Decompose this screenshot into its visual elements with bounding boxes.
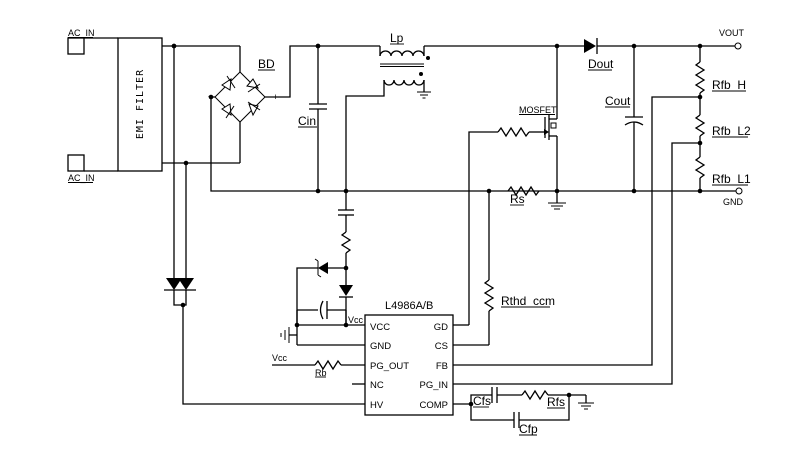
pin-vcc: VCC bbox=[370, 322, 390, 333]
pin-pg-in: PG_IN bbox=[419, 380, 448, 391]
mosfet-label: MOSFET bbox=[519, 105, 557, 115]
vcc-left-label: Vcc bbox=[272, 353, 288, 363]
ic-name-label: L4986A/B bbox=[385, 300, 433, 312]
controller-ic: L4986A/B VCC GND PG_OUT NC HV GD CS FB P… bbox=[364, 300, 454, 416]
ground-symbol-vcc bbox=[280, 325, 298, 345]
ground-symbol-comp bbox=[578, 395, 594, 410]
cfs-label: Cfs bbox=[473, 394, 491, 408]
cfp-label: Cfp bbox=[519, 422, 538, 436]
vout-label: VOUT bbox=[719, 28, 745, 38]
rfs-label: Rfs bbox=[547, 395, 565, 409]
pin-pg-out: PG_OUT bbox=[370, 361, 409, 372]
cout-capacitor: Cout bbox=[605, 46, 644, 191]
vcc-capacitor bbox=[296, 300, 347, 325]
emi-filter-label: EMI FILTER bbox=[135, 69, 146, 139]
cfp-capacitor: Cfp bbox=[470, 395, 570, 436]
ac-in-bottom-label: AC_IN bbox=[68, 173, 95, 183]
ground-symbol-mosfet bbox=[548, 191, 566, 210]
emi-filter: EMI FILTER bbox=[117, 37, 163, 172]
lp-inductor: Lp bbox=[345, 31, 431, 210]
vcc-small-label: Vcc bbox=[348, 315, 364, 325]
cfs-capacitor: Cfs bbox=[470, 387, 522, 408]
rthd-ccm-resistor: Rthd_ccm bbox=[483, 191, 555, 345]
ac-input-bottom: AC_IN bbox=[67, 154, 118, 183]
rs-label: Rs bbox=[510, 192, 525, 206]
rfb-l2-label: Rfb_L2 bbox=[712, 124, 751, 138]
cin-label: Cin bbox=[298, 114, 316, 128]
aux-resistor bbox=[340, 231, 352, 285]
rfs-resistor: Rfs bbox=[521, 389, 586, 409]
cin-capacitor: Cin bbox=[298, 46, 327, 191]
pin-gd: GD bbox=[434, 322, 448, 333]
rfb-l1-label: Rfb_L1 bbox=[712, 172, 751, 186]
mosfet: MOSFET bbox=[519, 46, 558, 191]
rfb-h-label: Rfb_H bbox=[712, 78, 746, 92]
rb-resistor: Vcc Rb bbox=[272, 353, 365, 378]
rb-label: Rb bbox=[315, 368, 327, 378]
bd-label: BD bbox=[258, 57, 275, 71]
pin-nc: NC bbox=[370, 380, 384, 391]
gnd-label: GND bbox=[723, 197, 744, 207]
aux-capacitor bbox=[338, 209, 354, 232]
pin-gnd: GND bbox=[370, 341, 391, 352]
pin-fb: FB bbox=[436, 361, 448, 372]
ac-input-top: AC_IN bbox=[67, 28, 118, 55]
hv-diodes bbox=[164, 46, 365, 405]
aux-zener-diode bbox=[296, 258, 346, 325]
pin-hv: HV bbox=[370, 400, 384, 411]
rfb-h-resistor: Rfb_H bbox=[694, 46, 746, 115]
rs-resistor: Rs bbox=[507, 185, 540, 206]
cout-label: Cout bbox=[605, 94, 631, 108]
rthd-ccm-label: Rthd_ccm bbox=[501, 294, 555, 308]
pin-cs: CS bbox=[435, 341, 448, 352]
bridge-rectifier: BD + - bbox=[208, 46, 278, 163]
ac-in-top-label: AC_IN bbox=[68, 28, 95, 38]
rfb-l1-resistor: Rfb_L1 bbox=[694, 156, 751, 191]
dout-label: Dout bbox=[588, 57, 614, 71]
lp-label: Lp bbox=[390, 31, 404, 45]
dout-diode: Dout bbox=[584, 38, 614, 71]
pin-comp: COMP bbox=[420, 400, 449, 411]
rfb-l2-resistor: Rfb_L2 bbox=[694, 114, 751, 157]
